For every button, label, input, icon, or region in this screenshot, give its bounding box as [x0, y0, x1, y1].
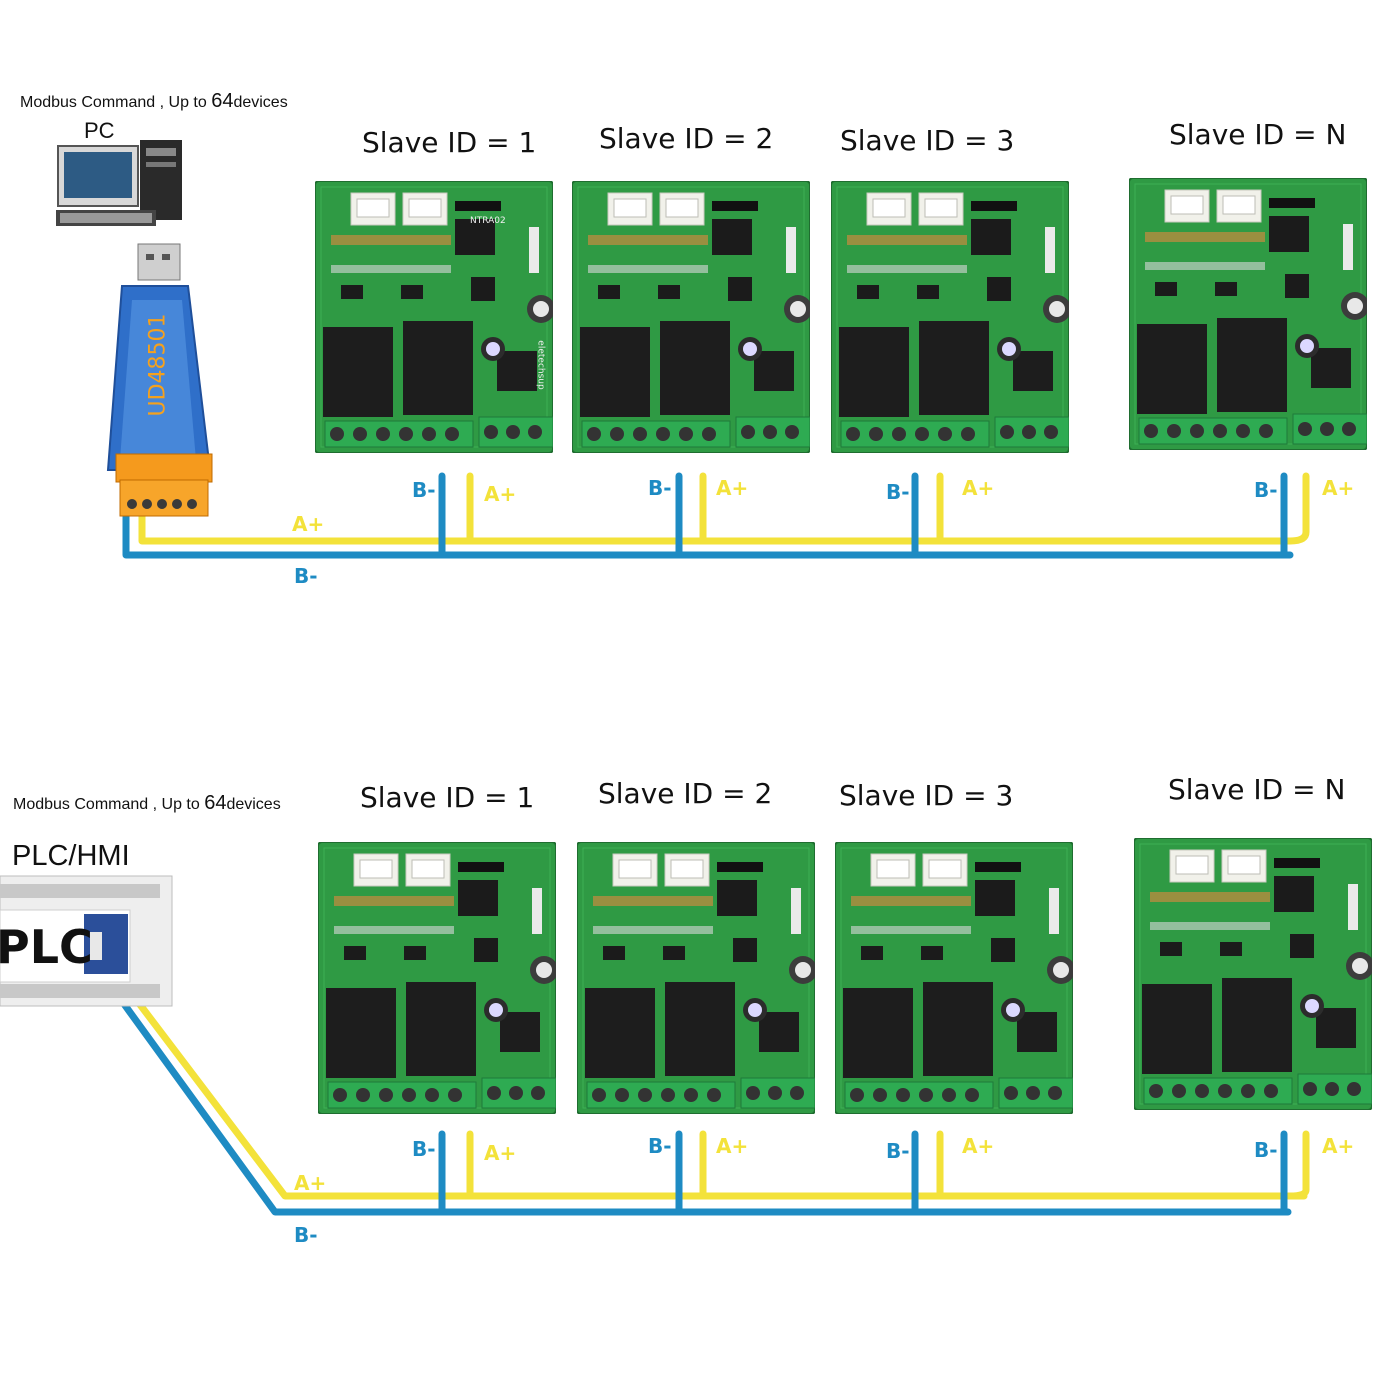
converter-model-text: UD48501 [146, 313, 171, 416]
bus-a-label: A+ [484, 1141, 517, 1165]
bus-b-line [122, 504, 1294, 559]
slave-label-3: Slave ID = 3 [839, 779, 1014, 812]
bus-a-label: A+ [294, 1171, 327, 1195]
slave-board-2 [572, 181, 810, 453]
drop-a-n [1286, 1130, 1310, 1200]
plc-device-text: PLC [0, 920, 93, 974]
row1-modbus-caption: Modbus Command , Up to 64devices [20, 90, 288, 112]
slave-label-3: Slave ID = 3 [840, 124, 1015, 157]
slave-board-3 [831, 181, 1069, 453]
slave-board-n [1129, 178, 1367, 450]
plc-device-label: PLC [0, 920, 93, 974]
slave-board-1 [318, 842, 556, 1114]
drop-a-n [1286, 472, 1310, 545]
bus-a-label: A+ [962, 476, 995, 500]
bus-b-label: B- [648, 1134, 672, 1158]
plc-hmi-label: PLC/HMI [12, 840, 130, 872]
converter-model-label: UD48501 [145, 313, 171, 417]
row2-modbus-caption: Modbus Command , Up to 64devices [13, 792, 281, 814]
slave-board-n [1134, 838, 1372, 1110]
slave-board-2 [577, 842, 815, 1114]
bus-a-label: A+ [1322, 1134, 1355, 1158]
bus-b-label: B- [294, 564, 318, 588]
bus-b-label: B- [648, 476, 672, 500]
bus-b-label: B- [886, 480, 910, 504]
board-model-text: NTRA02 [470, 216, 506, 226]
slave-label-n: Slave ID = N [1169, 118, 1347, 151]
bus-a-label: A+ [1322, 476, 1355, 500]
bus-b-label: B- [1254, 478, 1278, 502]
pc-icon [56, 140, 182, 226]
plc-device-icon [0, 875, 173, 1007]
bus-b-label: B- [886, 1139, 910, 1163]
bus-b-label: B- [1254, 1138, 1278, 1162]
bus-a-label: A+ [716, 1134, 749, 1158]
bus-a-line [134, 998, 1308, 1200]
bus-a-label: A+ [962, 1134, 995, 1158]
pc-label: PC [84, 118, 115, 143]
bus-b-label: B- [294, 1223, 318, 1247]
slave-label-2: Slave ID = 2 [598, 777, 773, 810]
bus-a-label: A+ [484, 482, 517, 506]
bus-b-label: B- [412, 478, 436, 502]
slave-label-1: Slave ID = 1 [362, 126, 537, 159]
bus-b-line [120, 1000, 1292, 1216]
slave-board-1 [315, 181, 553, 453]
bus-a-label: A+ [716, 476, 749, 500]
bus-b-label: B- [412, 1137, 436, 1161]
slave-label-2: Slave ID = 2 [599, 122, 774, 155]
slave-label-n: Slave ID = N [1168, 773, 1346, 806]
bus-a-label: A+ [292, 512, 325, 536]
board-brand-text: eletechsup [535, 340, 546, 390]
usb-rs485-converter-icon [106, 243, 213, 517]
slave-label-1: Slave ID = 1 [360, 781, 535, 814]
slave-board-3 [835, 842, 1073, 1114]
